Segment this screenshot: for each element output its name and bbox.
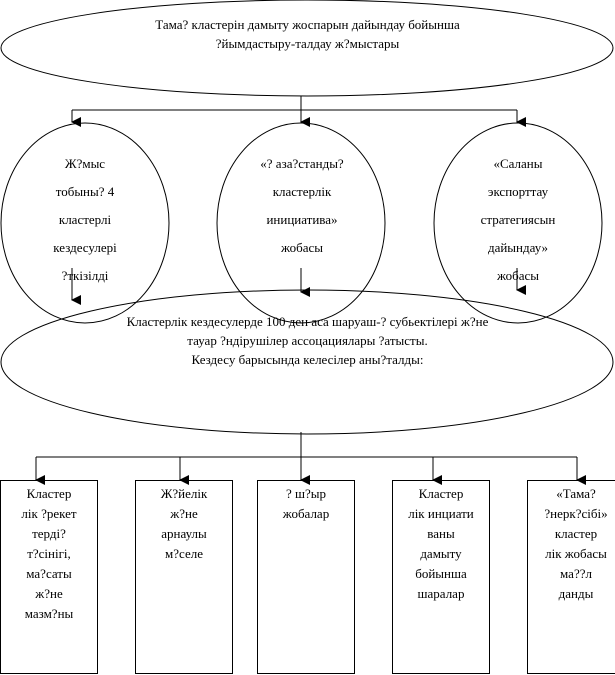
box-line: жобалар (282, 506, 330, 521)
circle-line: ?ткізілді (61, 268, 109, 283)
box-text-4: Кластер лік инциати ваны дамыту бойынша шарал… (392, 484, 490, 604)
circle-2 (216, 122, 386, 324)
box-1 (0, 480, 98, 674)
box-line: ма??л (560, 566, 592, 581)
box-line: ваны (427, 526, 455, 541)
box-2 (135, 480, 233, 674)
box-line: дамыту (420, 546, 462, 561)
box-text-2: Ж?йелік ж?не арнаулы м?селе (135, 484, 233, 564)
circle-line: экспорттау (487, 184, 549, 199)
box-3 (257, 480, 355, 674)
top-line-1: Тама? кластерін дамыту жоспарын дайындау… (155, 17, 460, 32)
circle-text-2: «? аза?станды? кластерлік инициатива» жобас… (217, 150, 387, 262)
circle-line: Ж?мыс (64, 156, 106, 171)
box-line: данды (558, 586, 594, 601)
box-line: ? ш?ыр (285, 486, 327, 501)
circle-line: стратегиясын (480, 212, 556, 227)
box-line: арнаулы (161, 526, 207, 541)
circle-line: жобасы (496, 268, 540, 283)
middle-node-text: Кластерлік кездесулерде 100 ден аса шару… (0, 312, 615, 369)
box-line: терді? (32, 526, 66, 541)
box-line: ж?не (170, 506, 198, 521)
box-line: бойынша (415, 566, 467, 581)
circle-line: кластерлік (272, 184, 332, 199)
box-line: ма?саты (26, 566, 72, 581)
box-line: Кластер (26, 486, 72, 501)
circle-3 (433, 122, 603, 324)
box-line: кластер (554, 526, 598, 541)
box-line: лік инциати (408, 506, 474, 521)
circle-line: жобасы (280, 240, 324, 255)
box-line: Ж?йелік (160, 486, 208, 501)
box-line: шаралар (417, 586, 465, 601)
box-4 (392, 480, 490, 674)
circle-line: «Саланы (493, 156, 543, 171)
box-line: ?нерк?сібі» (544, 506, 608, 521)
circle-line: тобыны? 4 (55, 184, 115, 199)
circle-text-3: «Саланы экспорттау стратегиясын дайындау» жо… (433, 150, 603, 290)
middle-line-3: Кездесу барысында келесілер аны?талды: (191, 352, 424, 367)
circle-text-1: Ж?мыс тобыны? 4 кластерлі кездесулері ?ткізі… (0, 150, 170, 290)
box-text-3: ? ш?ыр жобалар (257, 484, 355, 524)
circle-1 (0, 122, 170, 324)
box-line: т?сінігі, (27, 546, 71, 561)
box-line: лік ?рекет (21, 506, 77, 521)
box-5 (527, 480, 615, 674)
circle-line: инициатива» (266, 212, 338, 227)
box-text-1: Кластер лік ?рекет терді? т?сінігі, ма?саты ж… (0, 484, 98, 624)
circle-line: кластерлі (58, 212, 112, 227)
box-line: мазм?ны (24, 606, 74, 621)
circle-line: дайындау» (487, 240, 549, 255)
box-line: лік жобасы (545, 546, 607, 561)
box-line: ж?не (35, 586, 63, 601)
middle-ellipse (0, 289, 614, 435)
top-ellipse (0, 0, 614, 97)
circle-line: кездесулері (53, 240, 117, 255)
box-line: «Тама? (556, 486, 596, 501)
box-line: Кластер (418, 486, 464, 501)
top-node-text: Тама? кластерін дамыту жоспарын дайындау… (0, 15, 615, 53)
middle-line-1: Кластерлік кездесулерде 100 ден аса шару… (126, 314, 489, 329)
box-text-5: «Тама? ?нерк?сібі» кластер лік жобасы ма??л д… (527, 484, 615, 604)
top-line-2: ?йымдастыру-талдау ж?мыстары (215, 36, 400, 51)
circle-line: «? аза?станды? (260, 156, 344, 171)
middle-line-2: тауар ?ндірушілер ассоцациялары ?атысты. (187, 333, 428, 348)
box-line: м?селе (165, 546, 203, 561)
